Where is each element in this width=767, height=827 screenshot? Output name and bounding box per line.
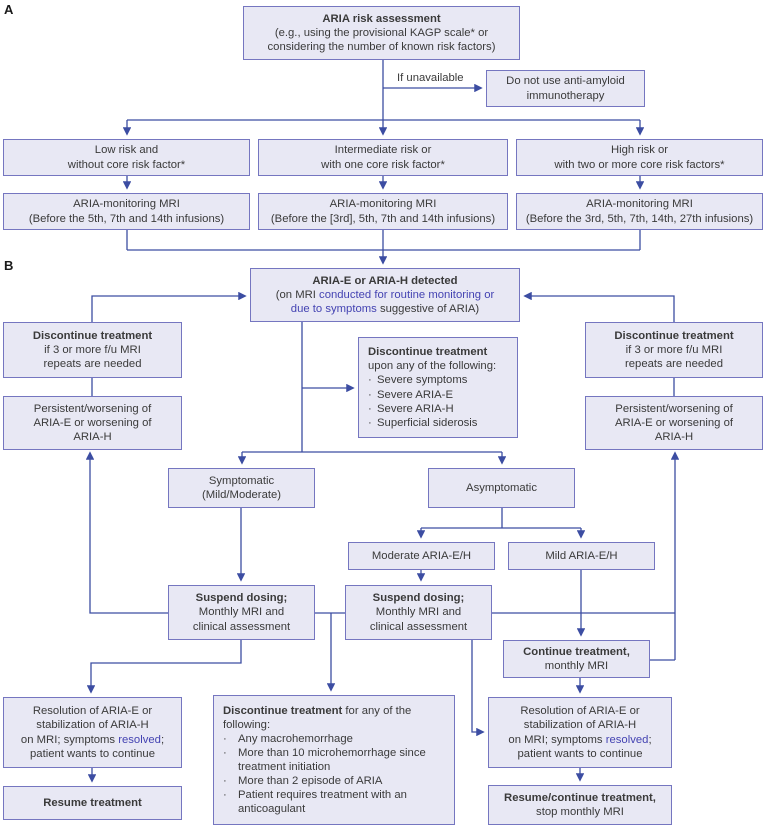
symptomatic-box: Symptomatic (Mild/Moderate): [168, 468, 315, 508]
mri-monitoring-low-box: ARIA-monitoring MRI (Before the 5th, 7th…: [3, 193, 250, 230]
if-unavailable-label: If unavailable: [397, 72, 464, 84]
bullet-icon: ·: [223, 789, 227, 802]
resume-continue-treatment-box: Resume/continue treatment, stop monthly …: [488, 785, 672, 825]
mild-aria-box: Mild ARIA-E/H: [508, 542, 655, 570]
do-not-use-immunotherapy-box: Do not use anti-amyloid immunotherapy: [486, 70, 645, 107]
mri-monitoring-high-box: ARIA-monitoring MRI (Before the 3rd, 5th…: [516, 193, 763, 230]
bullet-icon: ·: [368, 402, 372, 415]
continue-treatment-box: Continue treatment, monthly MRI: [503, 640, 650, 678]
list-item: ·Any macrohemorrhage: [223, 732, 353, 745]
panel-b-label: B: [4, 258, 14, 273]
box-title: ARIA risk assessment: [322, 12, 441, 25]
list-item: ·Superficial siderosis: [368, 416, 478, 429]
connector: [471, 640, 485, 737]
asymptomatic-box: Asymptomatic: [428, 468, 575, 508]
bullet-icon: ·: [368, 416, 372, 429]
discontinue-fu-left-box: Discontinue treatment if 3 or more f/u M…: [3, 322, 182, 378]
list-item: ·More than 10 microhemorrhage since trea…: [223, 746, 426, 773]
persistent-worsening-left-box: Persistent/worsening of ARIA-E or worsen…: [3, 396, 182, 450]
low-risk-box: Low risk and without core risk factor*: [3, 139, 250, 176]
moderate-aria-box: Moderate ARIA-E/H: [348, 542, 495, 570]
suspend-dosing-mid-box: Suspend dosing; Monthly MRI and clinical…: [345, 585, 492, 640]
mri-monitoring-intermediate-box: ARIA-monitoring MRI (Before the [3rd], 5…: [258, 193, 508, 230]
discontinue-upon-box: Discontinue treatment upon any of the fo…: [358, 337, 518, 438]
aria-risk-assessment-box: ARIA risk assessment (e.g., using the pr…: [243, 6, 520, 60]
suspend-dosing-left-box: Suspend dosing; Monthly MRI and clinical…: [168, 585, 315, 640]
list-item: ·Patient requires treatment with an anti…: [223, 789, 407, 816]
persistent-worsening-right-box: Persistent/worsening of ARIA-E or worsen…: [585, 396, 763, 450]
list-item: ·Severe ARIA-H: [368, 402, 454, 415]
bullet-icon: ·: [223, 732, 227, 745]
list-item: ·Severe symptoms: [368, 374, 468, 387]
connector: [523, 291, 675, 322]
resume-treatment-box: Resume treatment: [3, 786, 182, 820]
discontinue-any-box: Discontinue treatment for any of the fol…: [213, 695, 455, 825]
bullet-icon: ·: [368, 388, 372, 401]
list-item: ·More than 2 episode of ARIA: [223, 775, 383, 788]
bullet-icon: ·: [223, 775, 227, 788]
list-item: ·Severe ARIA-E: [368, 388, 453, 401]
bullet-icon: ·: [223, 746, 227, 759]
aria-detected-box: ARIA-E or ARIA-H detected (on MRI conduc…: [250, 268, 520, 322]
connector: [85, 451, 168, 614]
discontinue-fu-right-box: Discontinue treatment if 3 or more f/u M…: [585, 322, 763, 378]
intermediate-risk-box: Intermediate risk or with one core risk …: [258, 139, 508, 176]
connector: [86, 640, 242, 694]
high-risk-box: High risk or with two or more core risk …: [516, 139, 763, 176]
resolution-left-box: Resolution of ARIA-E or stabilization of…: [3, 697, 182, 768]
connector: [91, 291, 247, 322]
resolution-right-box: Resolution of ARIA-E or stabilization of…: [488, 697, 672, 768]
panel-a-label: A: [4, 2, 14, 17]
bullet-icon: ·: [368, 374, 372, 387]
